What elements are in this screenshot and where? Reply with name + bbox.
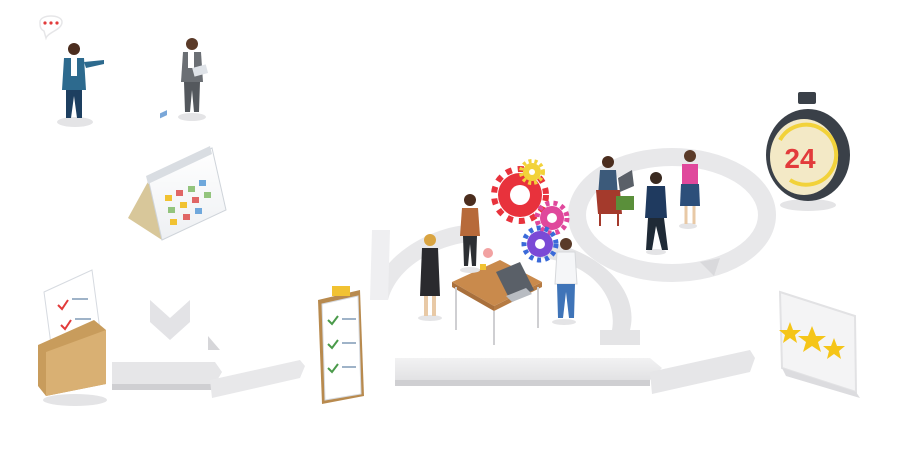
manager-with-tablet-figure [178,38,209,121]
gears-icon [491,159,570,263]
team-member-woman-black-dress [418,234,442,321]
clipboard-checklist-icon [318,286,364,404]
team-member-man-navy-suit [645,172,668,255]
meeting-table [452,248,542,345]
gear-pink [534,200,570,236]
speech-bubble-icon [39,15,63,41]
stopwatch-label: 24 [784,143,816,174]
gear-yellow [519,159,545,185]
presenter-figure [39,15,104,127]
team-member-man-white-shirt [552,238,578,325]
calendar-icon [128,110,227,241]
laptop-icon [496,262,534,302]
team-member-woman-pink-top [679,150,700,229]
team-member-man-brown-vest [460,194,480,273]
process-flow-path [112,148,776,398]
rating-card [778,290,860,398]
team-member-seated-with-laptop [596,156,634,226]
folder-icon [38,269,107,406]
gear-purple [521,225,559,263]
stopwatch-icon: 24 [766,92,850,211]
stars-icon [779,322,845,359]
